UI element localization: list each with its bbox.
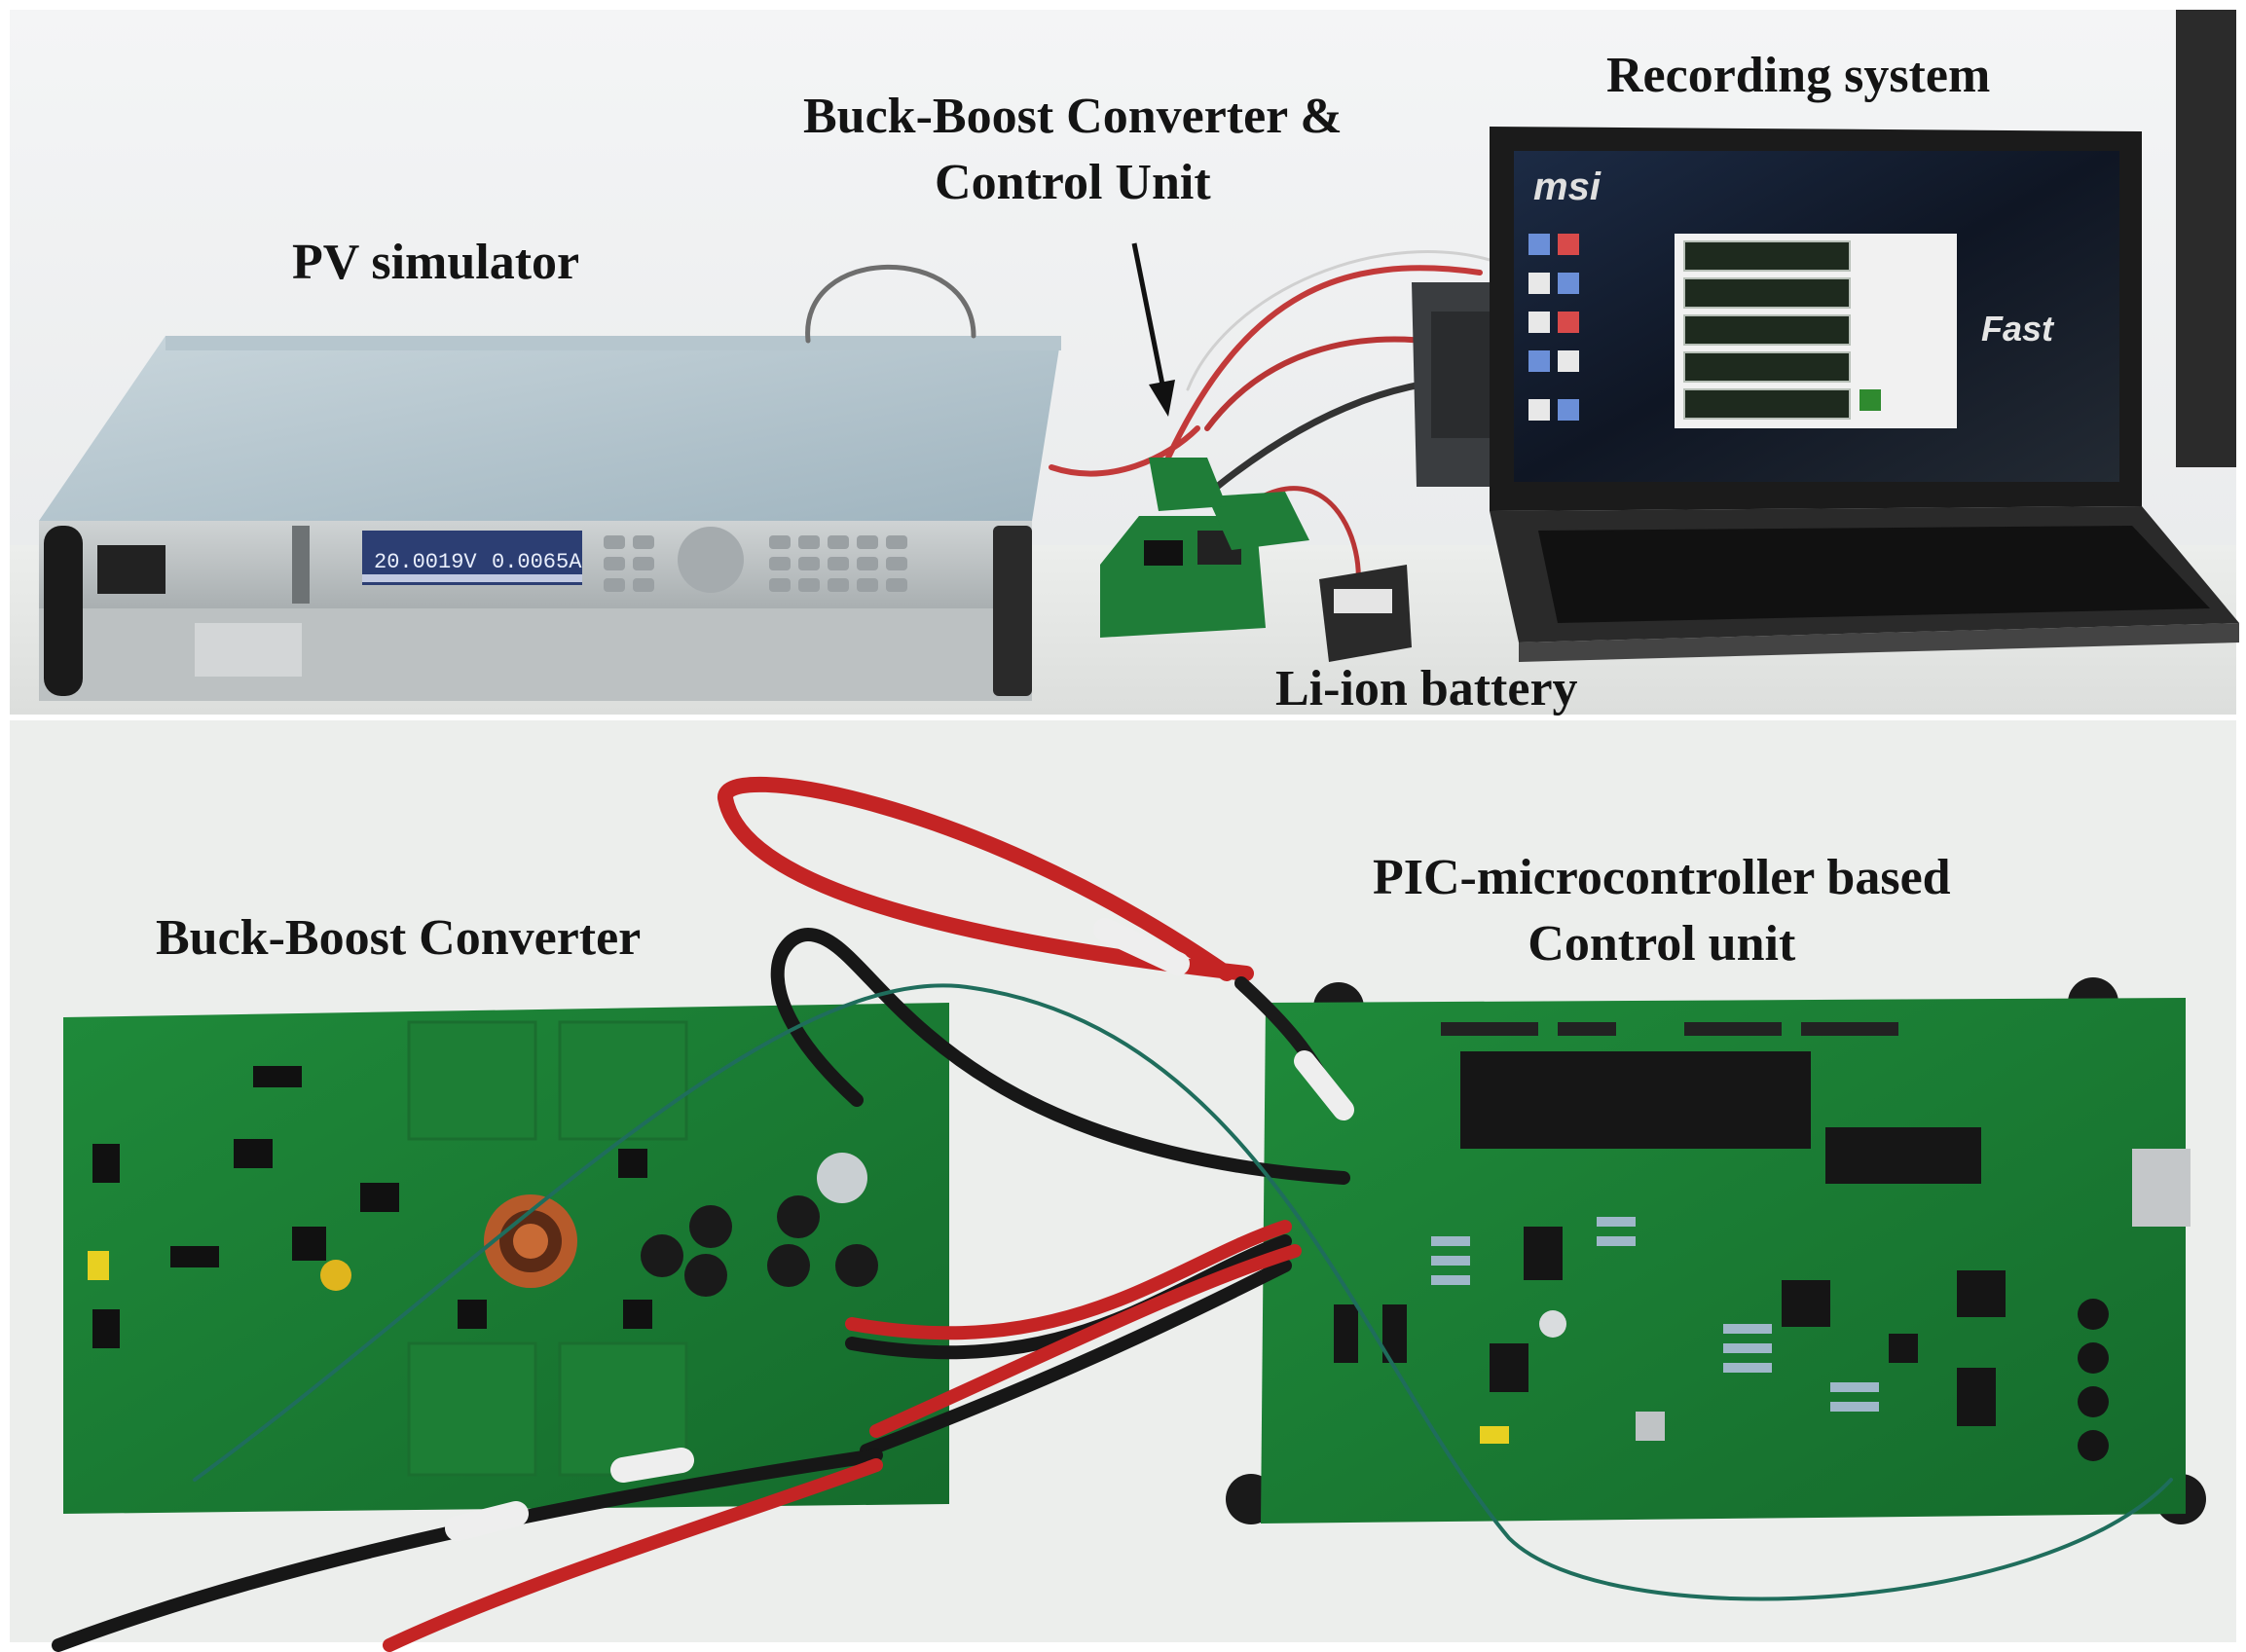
label-li-ion-battery: Li-ion battery [1275, 661, 1578, 716]
top-photo: 20.0019V 0.0065A [10, 10, 2239, 715]
pic-control-pcb [1226, 977, 2206, 1524]
small-boards [1100, 458, 1309, 638]
pv-current-readout: 0.0065A [492, 550, 582, 574]
capacitors [641, 1153, 878, 1297]
label-buck-boost-converter: Buck-Boost Converter [156, 910, 642, 966]
pv-simulator-unit: 20.0019V 0.0065A [39, 336, 1061, 701]
pv-voltage-readout: 20.0019V [374, 550, 477, 574]
pv-keypad [604, 527, 907, 593]
pic-microcontroller-chip [1460, 1051, 1811, 1149]
li-ion-battery [1319, 565, 1412, 662]
label-buck-boost-control-unit: Buck-Boost Converter & Control Unit [803, 89, 1343, 210]
laptop-fast-badge: Fast [1981, 309, 2055, 349]
laptop-logo: msi [1533, 165, 1602, 208]
usb-port [2132, 1149, 2191, 1227]
connection-wires [52, 776, 2173, 1652]
bottom-photo [10, 720, 2236, 1652]
label-pic-control-unit: PIC-microcontroller based Control unit [1373, 850, 1951, 972]
label-recording-system: Recording system [1606, 48, 1991, 103]
buck-boost-pcb [63, 1003, 949, 1514]
pointer-arrow [1131, 242, 1175, 417]
label-pv-simulator: PV simulator [292, 235, 580, 290]
laptop: msi Fast [1490, 127, 2239, 662]
